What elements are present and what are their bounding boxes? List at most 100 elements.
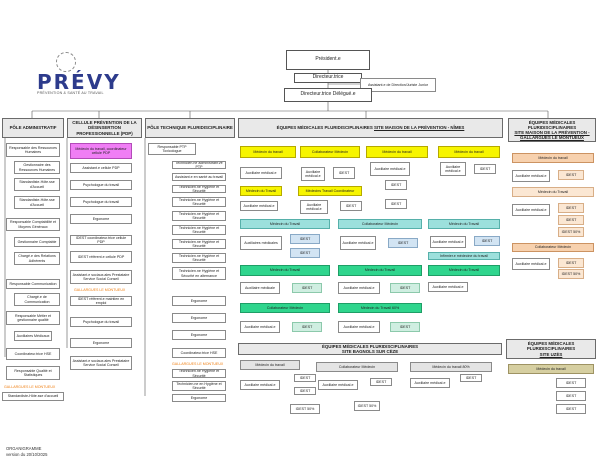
admin-item: Chargé.e de Communication	[14, 293, 60, 306]
tech-item: Technicien.ne Hygiène et Sécurité	[172, 211, 226, 221]
nimes-doctor: Collaborateur Médecin	[338, 219, 422, 229]
tech-item: Technicien.ne Hygiène et Sécurité	[172, 185, 226, 193]
bagnols-staff: IDEST 50%	[354, 401, 380, 411]
admin-item: Gestionnaire Comptable	[14, 237, 60, 247]
tech-item: Technicien.ne Hygiène et Sécurité	[172, 253, 226, 263]
bagnols-staff: IDEST	[294, 374, 316, 382]
bagnols-staff: IDEST	[294, 387, 316, 395]
pole-ales-title: ÉQUIPES MÉDICALES PLURIDISCIPLINAIRES	[527, 119, 577, 130]
pole-uzes-title: ÉQUIPES MÉDICALES PLURIDISCIPLINAIRES	[526, 341, 576, 352]
bagnols-staff: Auxiliaire médical.e	[318, 380, 358, 390]
tech-item: Technicien.ne Hygiène et Sécurité	[172, 369, 226, 378]
pole-bagnols-header: ÉQUIPES MÉDICALES PLURIDISCIPLINAIRES SI…	[238, 343, 502, 355]
tech-item: Technicien.ne en Hygiène et Sécurité	[172, 381, 226, 391]
bagnols-doctor: Collaborateur Médecin	[316, 362, 398, 372]
nimes-staff: IDEST	[474, 164, 496, 174]
nimes-doctor: Médecin du Travail	[428, 219, 500, 229]
pdp-item: Assistant.e sociaux.ales Prestataire Ser…	[70, 270, 132, 284]
footer-title: ORGANIGRAMME	[6, 446, 42, 451]
pdp-item: Psychologue du travail	[70, 197, 132, 207]
nimes-staff: Auxiliaire médical.e	[240, 167, 282, 179]
tech-item: Ergonome	[172, 313, 226, 323]
pole-nimes-header: ÉQUIPES MÉDICALES PLURIDISCIPLINAIRES SI…	[238, 118, 503, 138]
president-box: Président.e	[286, 50, 370, 70]
admin-item: Responsable Métier et gestionnaire quali…	[6, 311, 60, 325]
footer-version: version du 20/10/2025	[6, 452, 48, 457]
nimes-staff: IDEST	[390, 322, 420, 332]
nimes-doctor: Collaborateur Médecin	[300, 146, 360, 158]
ales-staff: Auxiliaire médical.e	[512, 204, 550, 216]
nimes-staff: IDEST	[474, 236, 500, 246]
admin-item: Responsable Communication	[6, 279, 60, 289]
uzes-staff: IDEST	[556, 391, 586, 401]
ales-staff: IDEST	[558, 203, 584, 213]
ales-staff: IDEST 50%	[558, 269, 584, 279]
tech-item: Ergonome	[172, 394, 226, 402]
nimes-doctor: Médecin du Travail	[428, 265, 500, 276]
nimes-doctor: Médecin du Travail	[240, 265, 330, 276]
pole-ales-site: SITE MAISON DE LA PRÉVENTION - GALLARGUE…	[514, 130, 590, 141]
uzes-doctor: Médecin du travail	[508, 364, 594, 374]
nimes-staff: Auxiliaire médical.e	[440, 162, 466, 176]
nimes-doctor: Médecin du Travail	[240, 219, 330, 229]
pole-pdp-header: CELLULE PRÉVENTION DE LA DÉSINSERTION PR…	[67, 118, 142, 138]
tech-item: Technicien.ne Hygiène et Sécurité	[172, 239, 226, 249]
nimes-nurse: Infirmier.e médecine du travail	[428, 252, 500, 260]
nimes-staff: Auxiliaire médical.e	[340, 236, 376, 250]
ales-staff: Auxiliaire médical.e	[512, 170, 550, 182]
nimes-staff: Auxiliaire médical.e	[240, 201, 278, 211]
ales-staff: IDEST	[558, 215, 584, 225]
assistant-box: Assistant.e de Direction/Juriste Junior	[360, 78, 436, 92]
pdp-item: Assistant.e cellule PDP	[70, 163, 132, 173]
pole-nimes-site: SITE MAISON DE LA PRÉVENTION - NÎMES	[374, 125, 465, 131]
bagnols-staff: IDEST	[460, 374, 482, 382]
admin-item: Standardiste-Hôte.sse d'Accueil	[14, 178, 60, 191]
nimes-staff: IDEST	[333, 167, 355, 179]
pole-uzes-site: SITE UZÈS	[539, 351, 563, 357]
nimes-staff: IDEST	[340, 201, 362, 211]
bagnols-doctor: Médecin du travail 80%	[410, 362, 492, 372]
pole-tech-header: PÔLE TECHNIQUE PLURIDISCIPLINAIRE	[145, 118, 235, 138]
bagnols-staff: IDEST	[370, 378, 392, 386]
admin-item: Coordinateur.trice HSE	[6, 348, 60, 360]
tech-item: Assistant.e en santé au travail	[172, 173, 226, 181]
admin-item: Standardiste-Hôte.sse d'Accueil	[14, 196, 60, 209]
logo-tagline: PRÉVENTION & SANTÉ AU TRAVAIL	[37, 91, 104, 95]
pdp-item: IDEST référent.e maintien en emploi	[70, 296, 132, 306]
director-box: Directeur.trice	[294, 73, 362, 83]
bagnols-staff: Auxiliaire médical.e	[410, 378, 450, 388]
nimes-staff: IDEST	[290, 248, 320, 258]
delegate-box: Directeur.trice Délégué.e	[284, 88, 372, 102]
nimes-staff: Auxiliaire médical.e	[301, 167, 325, 181]
admin-item: Responsable des Ressources Humaines	[6, 143, 60, 157]
nimes-staff: IDEST	[385, 180, 407, 190]
nimes-staff: Auxiliaire médical.e	[428, 282, 468, 292]
nimes-staff: Auxiliaire médical.e	[240, 321, 280, 333]
tech-item: Technicien.ne administratif.ve PTP	[172, 161, 226, 169]
nimes-doctor: Médecin du travail	[366, 146, 428, 158]
nimes-doctor: Médecin du travail	[438, 146, 500, 158]
uzes-staff: IDEST	[556, 378, 586, 388]
tech-item: Technicien.ne Hygiène et Sécurité	[172, 197, 226, 207]
nimes-staff: Auxiliaire médical.e	[370, 162, 410, 176]
pdp-item: Ergonome	[70, 214, 132, 224]
ales-staff: IDEST	[558, 258, 584, 268]
logo: PRÉVY	[37, 70, 121, 94]
admin-item: Standardiste-Hôte.sse d'accueil	[2, 392, 64, 401]
nimes-doctor: Médecin du Travail	[240, 186, 282, 196]
nimes-staff: Auxiliaire médical.e	[300, 200, 328, 214]
pdp-item: IDEST coordinateur.trice cellule PDP	[70, 235, 132, 245]
uzes-staff: IDEST	[556, 404, 586, 414]
pdp-item: Psychologue du travail	[70, 180, 132, 190]
pdp-item: Assistant.e sociaux.ales Prestataire Ser…	[70, 356, 132, 370]
ales-staff: IDEST 50%	[558, 227, 584, 237]
nimes-staff: IDEST	[290, 234, 320, 244]
nimes-doctor: Médecin du travail	[240, 146, 296, 158]
nimes-staff: IDEST	[292, 322, 322, 332]
admin-item: Responsable Qualité et Statistiques	[6, 366, 60, 380]
nimes-staff: Auxiliaire médical.e	[338, 321, 380, 333]
admin-item: Gestionnaire des Ressources Humaines	[14, 161, 60, 174]
ales-doctor: Médecin du Travail	[512, 187, 594, 197]
admin-item: Auxiliaires Médicaux	[14, 331, 52, 341]
